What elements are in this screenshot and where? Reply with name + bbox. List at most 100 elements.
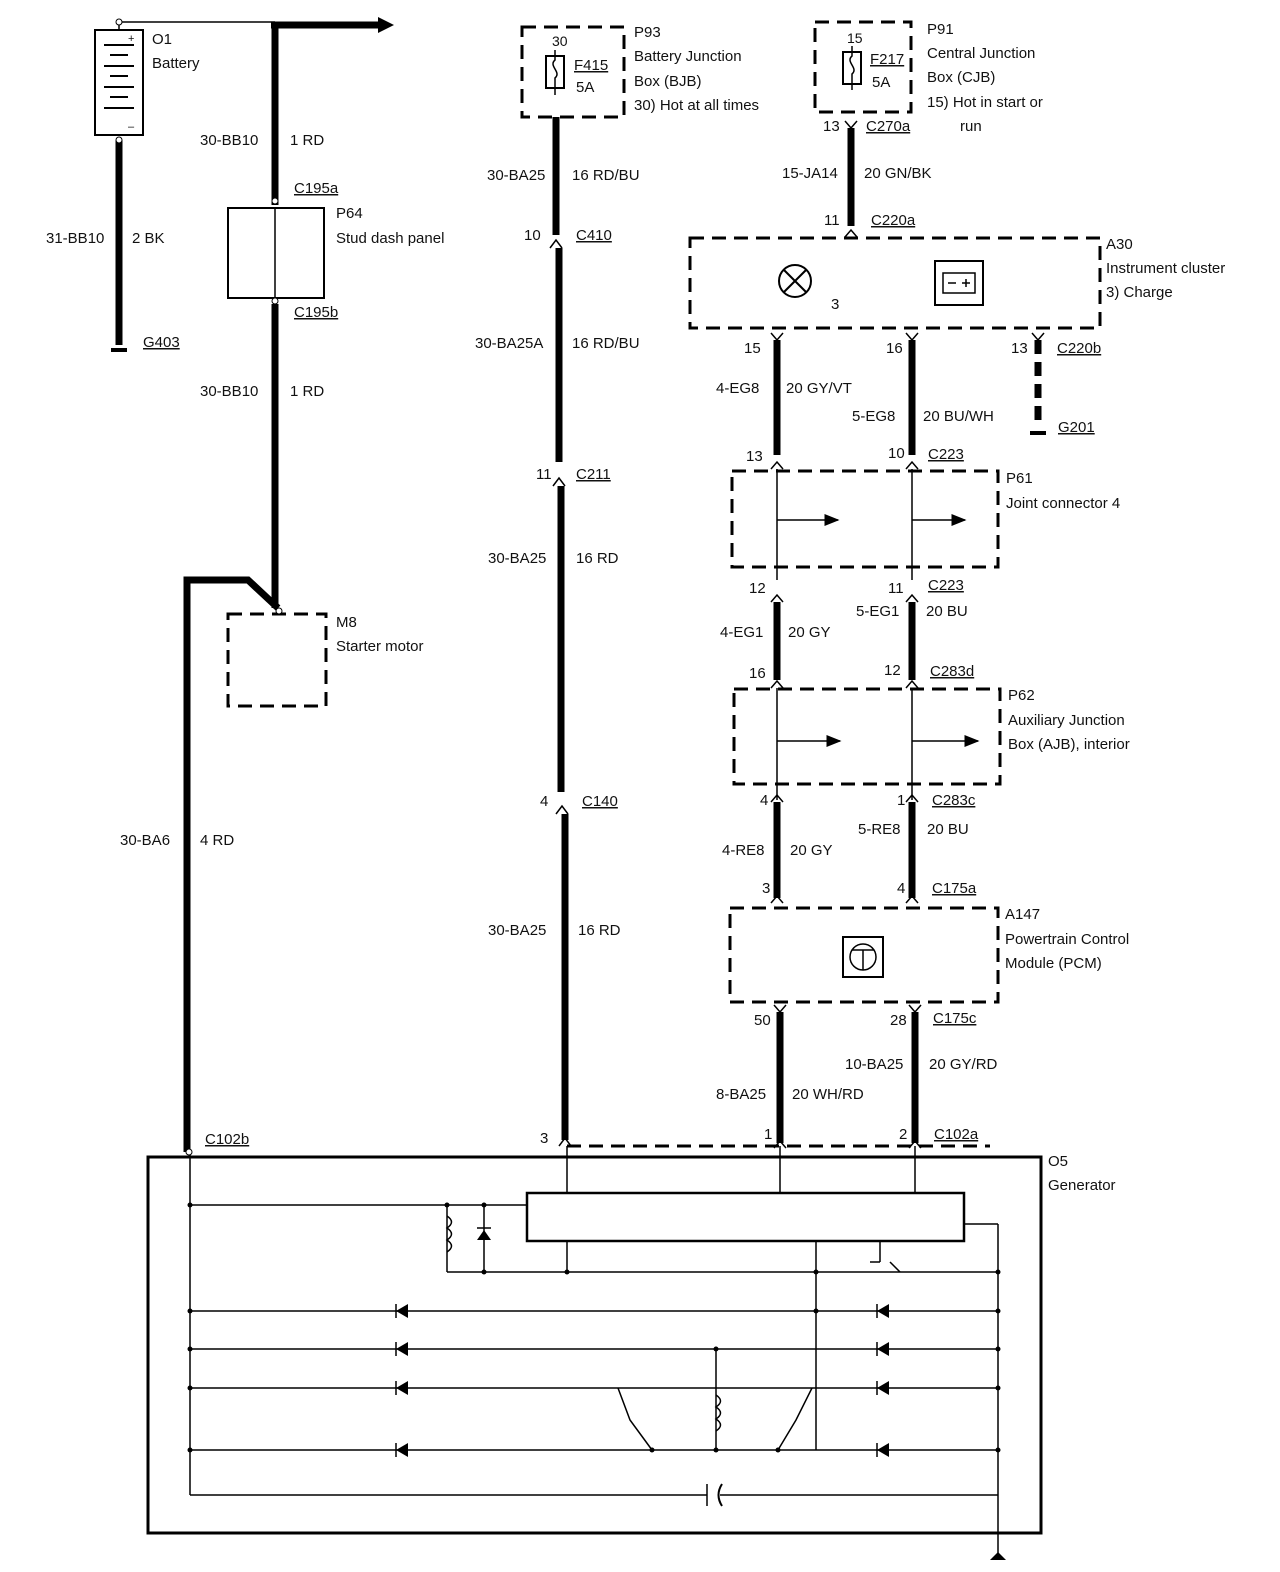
battery-minus-icon: – <box>128 121 135 133</box>
generator[interactable] <box>146 1146 1043 1558</box>
connector-c223-bottom: C223 <box>928 577 964 594</box>
starter-name: Starter motor <box>336 638 424 655</box>
wire-31-bb10-circuit: 31-BB10 <box>46 230 104 247</box>
battery-id: O1 <box>152 31 172 48</box>
pin-ajb-12: 12 <box>884 662 901 679</box>
diode-icon <box>877 1381 889 1395</box>
wire-30-bb10-a-spec: 1 RD <box>290 132 324 149</box>
wire-4-eg8-spec: 20 GY/VT <box>786 380 852 397</box>
connector-c220b: C220b <box>1057 340 1101 357</box>
pin-pcm-3: 3 <box>762 880 770 897</box>
cjb-line3: 15) Hot in start or <box>927 94 1043 111</box>
cjb-line2: Box (CJB) <box>927 69 995 86</box>
diode-icon <box>396 1381 408 1395</box>
stud-id: P64 <box>336 205 363 222</box>
wire-31-bb10-spec: 2 BK <box>132 230 165 247</box>
pin-gen-1: 1 <box>764 1126 772 1143</box>
bjb-id: P93 <box>634 24 661 41</box>
ground-g201: G201 <box>1058 419 1095 436</box>
cjb-pin: 15 <box>847 30 863 46</box>
pin-pcm-50: 50 <box>754 1012 771 1029</box>
auxiliary-junction-box[interactable] <box>732 687 1002 786</box>
bjb-pin: 30 <box>552 33 568 49</box>
connector-c175a: C175a <box>932 880 977 897</box>
pin-jc-10: 10 <box>888 445 905 462</box>
charge-lamp-icon <box>778 264 812 298</box>
wire-4-eg1-circuit: 4-EG1 <box>720 624 763 641</box>
continuation-arrow-icon <box>378 17 394 33</box>
connector-c283d: C283d <box>930 663 974 680</box>
wire-5-eg1-spec: 20 BU <box>926 603 968 620</box>
connector-c175c: C175c <box>933 1010 977 1027</box>
wire-15-ja14-circuit: 15-JA14 <box>782 165 838 182</box>
battery[interactable]: + – <box>94 29 144 136</box>
fuse-f217-amp: 5A <box>872 74 890 91</box>
pin-c211: 11 <box>536 466 552 483</box>
pin-c270a: 13 <box>823 118 840 135</box>
wire-8-ba25-circuit: 8-BA25 <box>716 1086 766 1103</box>
wire-4-eg1-spec: 20 GY <box>788 624 831 641</box>
ajb-line1: Auxiliary Junction <box>1008 712 1125 729</box>
capacitor-icon <box>717 1483 723 1507</box>
diode-icon <box>396 1443 408 1457</box>
central-junction-box[interactable] <box>813 20 913 114</box>
ajb-id: P62 <box>1008 687 1035 704</box>
battery-name: Battery <box>152 55 200 72</box>
wire-4-re8-spec: 20 GY <box>790 842 833 859</box>
wire-30-ba6[interactable] <box>183 576 281 1152</box>
wire-30-bb10-b-circuit: 30-BB10 <box>200 383 258 400</box>
pcm-module-icon <box>842 936 884 978</box>
powertrain-control-module[interactable] <box>728 906 1000 1004</box>
wire-10-ba25-circuit: 10-BA25 <box>845 1056 903 1073</box>
wire-30-ba6-spec: 4 RD <box>200 832 234 849</box>
bjb-line2: Box (BJB) <box>634 73 702 90</box>
cjb-line4: run <box>960 118 982 135</box>
stud-dash-panel[interactable] <box>227 207 325 299</box>
wire-5-eg8-spec: 20 BU/WH <box>923 408 994 425</box>
stator-winding-icon <box>617 1387 653 1451</box>
wire-10-ba25-spec: 20 GY/RD <box>929 1056 998 1073</box>
pin-ajb-16: 16 <box>749 665 766 682</box>
connector-c410: C410 <box>576 227 612 244</box>
wire-8-ba25-spec: 20 WH/RD <box>792 1086 864 1103</box>
stud-name: Stud dash panel <box>336 230 444 247</box>
connector-c195a: C195a <box>294 180 339 197</box>
connector-c102b: C102b <box>205 1131 249 1148</box>
diode-icon <box>396 1304 408 1318</box>
wire-30-ba25-2-circuit: 30-BA25 <box>488 550 546 567</box>
field-diode-icon <box>477 1230 491 1240</box>
jc-id: P61 <box>1006 470 1033 487</box>
stator-winding-icon <box>777 1387 813 1451</box>
starter-motor[interactable] <box>226 612 328 708</box>
ground-g403: G403 <box>143 334 180 351</box>
wire-15-ja14-spec: 20 GN/BK <box>864 165 932 182</box>
joint-connector-4[interactable] <box>730 469 1000 569</box>
connector-c270a: C270a <box>866 118 911 135</box>
pin-pcm-28: 28 <box>890 1012 907 1029</box>
pcm-id: A147 <box>1005 906 1040 923</box>
pin-cluster-15: 15 <box>744 340 761 357</box>
battery-junction-box[interactable] <box>520 25 626 119</box>
connector-c102a: C102a <box>934 1126 979 1143</box>
cluster-name: Instrument cluster <box>1106 260 1225 277</box>
battery-warning-icon <box>934 260 984 306</box>
wire-30-ba6-circuit: 30-BA6 <box>120 832 170 849</box>
pin-jc-11: 11 <box>888 580 904 597</box>
instrument-cluster[interactable] <box>688 236 1102 330</box>
wire-30-ba25-1-circuit: 30-BA25 <box>487 167 545 184</box>
wire-30-bb10-b-spec: 1 RD <box>290 383 324 400</box>
pcm-line2: Module (PCM) <box>1005 955 1102 972</box>
diode-icon <box>877 1304 889 1318</box>
bjb-line3: 30) Hot at all times <box>634 97 759 114</box>
connector-c220a: C220a <box>871 212 916 229</box>
wire-4-eg8-circuit: 4-EG8 <box>716 380 759 397</box>
diode-icon <box>877 1342 889 1356</box>
wire-5-eg1-circuit: 5-EG1 <box>856 603 899 620</box>
ajb-line2: Box (AJB), interior <box>1008 736 1130 753</box>
connector-c211: C211 <box>576 466 611 483</box>
wire-5-eg8-circuit: 5-EG8 <box>852 408 895 425</box>
case-ground-icon <box>990 1552 1006 1560</box>
connector-c140: C140 <box>582 793 618 810</box>
wire-5-re8-spec: 20 BU <box>927 821 969 838</box>
fuse-f415-label: F415 <box>574 57 608 74</box>
